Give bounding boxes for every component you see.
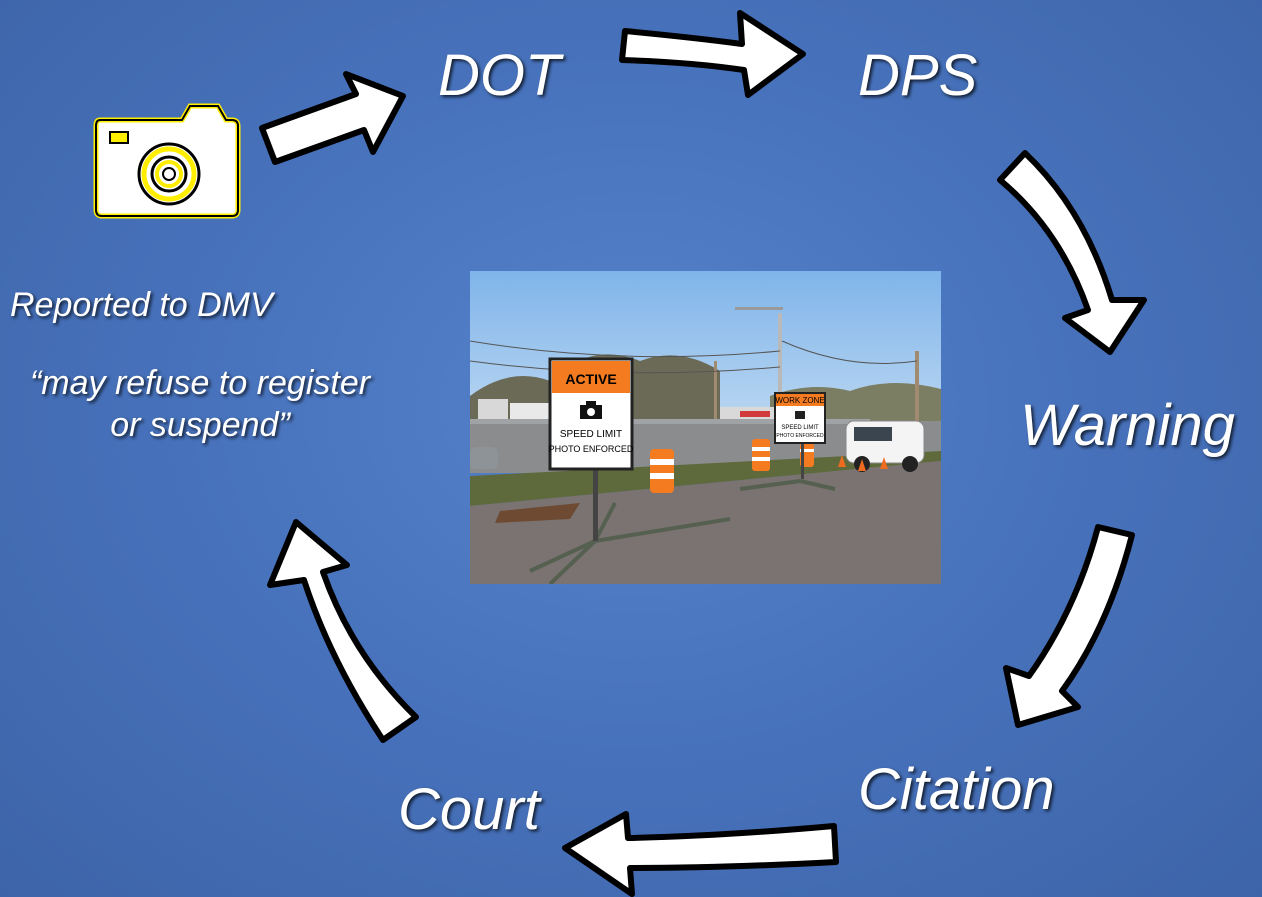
arrow-camera-to-dot — [259, 71, 406, 165]
active-sign-header: ACTIVE — [565, 371, 616, 387]
active-speed-sign: ACTIVE SPEED LIMIT PHOTO ENFORCED — [548, 357, 634, 471]
speed-camera-icon — [580, 401, 602, 419]
label-warning: Warning — [1020, 393, 1235, 458]
label-dot: DOT — [438, 43, 561, 108]
arrow-dot-to-dps — [619, 10, 806, 98]
label-reported-to-dmv: Reported to DMV — [10, 286, 273, 324]
arrow-warning-to-citation — [1003, 524, 1135, 728]
work-zone-sign-header: WORK ZONE — [775, 396, 824, 405]
arrow-dps-to-warning — [997, 150, 1147, 355]
arrow-court-to-dmv — [267, 519, 419, 743]
label-citation: Citation — [858, 757, 1055, 822]
label-dps: DPS — [858, 43, 978, 108]
dmv-quote: “may refuse to register or suspend” — [29, 364, 371, 444]
arrow-citation-to-court — [562, 811, 839, 897]
active-sign-line1: SPEED LIMIT — [560, 429, 622, 440]
work-zone-sign: WORK ZONE SPEED LIMIT PHOTO ENFORCED — [774, 392, 826, 444]
label-court: Court — [398, 777, 540, 842]
camera-icon — [92, 100, 242, 220]
work-zone-sign-line1: SPEED LIMIT — [781, 425, 819, 431]
work-zone-photo: WORK ZONE SPEED LIMIT PHOTO ENFORCED ACT… — [470, 271, 941, 584]
work-zone-sign-line2: PHOTO ENFORCED — [776, 433, 824, 439]
active-sign-line2: PHOTO ENFORCED — [549, 444, 634, 454]
